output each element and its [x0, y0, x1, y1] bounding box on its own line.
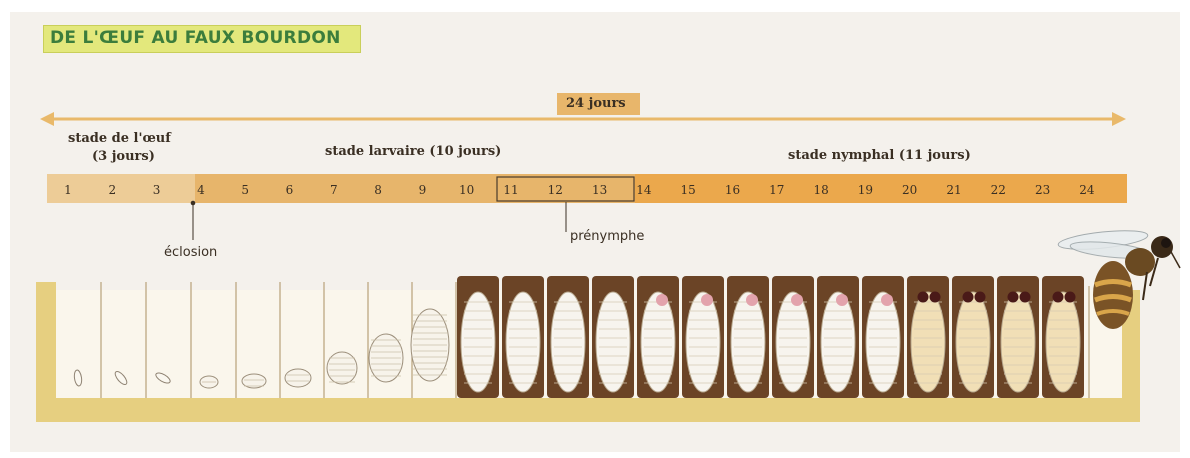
day-band — [47, 174, 1127, 203]
larval-stage-label: stade larvaire (10 jours) — [325, 144, 501, 159]
day-label: 18 — [813, 183, 828, 197]
day-label: 24 — [1079, 183, 1095, 197]
pupa-icon — [821, 292, 855, 392]
pupa-icon — [731, 292, 765, 392]
larva-icon — [285, 369, 311, 387]
day-label: 17 — [769, 183, 784, 197]
pupa-icon — [776, 292, 810, 392]
egg-stage-duration: (3 jours) — [92, 149, 155, 164]
day-label: 19 — [858, 183, 873, 197]
day-label: 10 — [459, 183, 474, 197]
hatching-marker — [191, 201, 196, 240]
day-label: 20 — [902, 183, 917, 197]
duration-label: 24 jours — [566, 96, 626, 111]
hatching-label: éclosion — [164, 245, 217, 260]
larva-icon — [242, 374, 266, 388]
pupa-icon — [506, 292, 540, 392]
day-label: 9 — [419, 183, 427, 197]
day-label: 8 — [374, 183, 382, 197]
day-label: 12 — [548, 183, 563, 197]
day-label: 21 — [946, 183, 961, 197]
day-label: 22 — [991, 183, 1006, 197]
pupa-icon — [866, 292, 900, 392]
day-label: 4 — [197, 183, 205, 197]
nymph-stage-label: stade nymphal (11 jours) — [788, 148, 971, 163]
pupa-icon — [641, 292, 675, 392]
pupa-icon — [596, 292, 630, 392]
egg-stage-label: stade de l'œuf — [68, 131, 171, 146]
day-label: 2 — [108, 183, 116, 197]
larval-stage-band — [195, 174, 635, 203]
day-label: 11 — [503, 183, 518, 197]
day-label: 16 — [725, 183, 740, 197]
larva-icon — [327, 352, 357, 384]
day-label: 14 — [636, 183, 652, 197]
day-label: 3 — [153, 183, 161, 197]
pupa-icon — [956, 292, 990, 393]
pupa-icon — [686, 292, 720, 392]
pupa-icon — [461, 292, 495, 392]
day-label: 23 — [1035, 183, 1050, 197]
prepupa-label: prénymphe — [570, 229, 644, 244]
pupa-icon — [911, 292, 945, 393]
day-label: 5 — [241, 183, 249, 197]
day-label: 7 — [330, 183, 338, 197]
day-label: 13 — [592, 183, 607, 197]
larva-icon — [200, 376, 218, 388]
pupa-icon — [1001, 292, 1035, 393]
day-label: 6 — [286, 183, 294, 197]
day-label: 1 — [64, 183, 72, 197]
larva-icon — [411, 309, 449, 381]
pupa-icon — [551, 292, 585, 392]
pupa-icon — [1046, 292, 1080, 393]
larva-icon — [369, 334, 403, 382]
day-label: 15 — [681, 183, 696, 197]
nymph-stage-band — [635, 174, 1127, 203]
